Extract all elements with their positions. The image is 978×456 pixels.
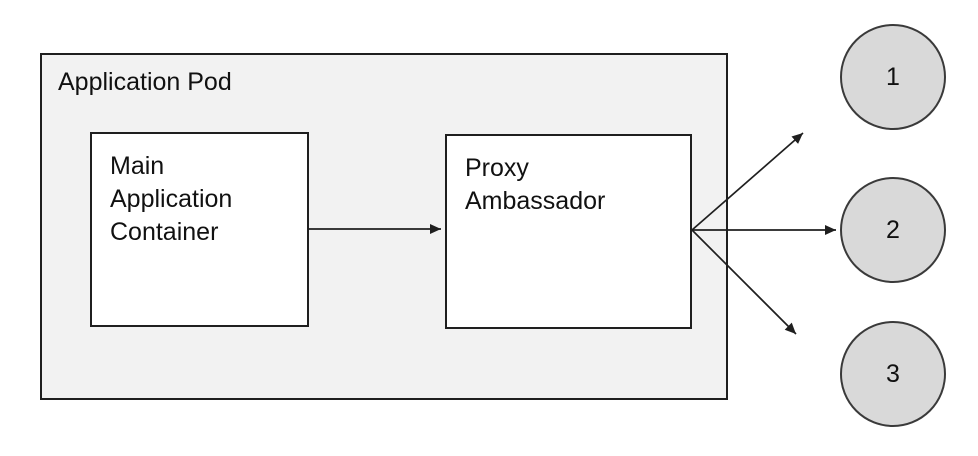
proxy-label-line-1: Proxy	[465, 154, 529, 182]
proxy-ambassador-label: Proxy Ambassador	[447, 136, 690, 218]
main-application-container-label: Main Application Container	[92, 134, 307, 249]
main-label-line-1: Main	[110, 152, 165, 180]
application-pod: Application Pod Main Application Contain…	[40, 53, 728, 400]
endpoint-3-label: 3	[886, 359, 900, 388]
main-application-container-node: Main Application Container	[90, 132, 309, 327]
endpoint-1-label: 1	[886, 62, 900, 91]
main-label-line-2: Application	[110, 185, 233, 213]
proxy-label-line-2: Ambassador	[465, 187, 606, 215]
endpoint-node-3: 3	[840, 321, 946, 427]
endpoint-2-label: 2	[886, 215, 900, 244]
application-pod-label: Application Pod	[58, 68, 232, 96]
endpoint-node-2: 2	[840, 177, 946, 283]
endpoint-node-1: 1	[840, 24, 946, 130]
proxy-ambassador-node: Proxy Ambassador	[445, 134, 692, 329]
main-label-line-3: Container	[110, 218, 219, 246]
